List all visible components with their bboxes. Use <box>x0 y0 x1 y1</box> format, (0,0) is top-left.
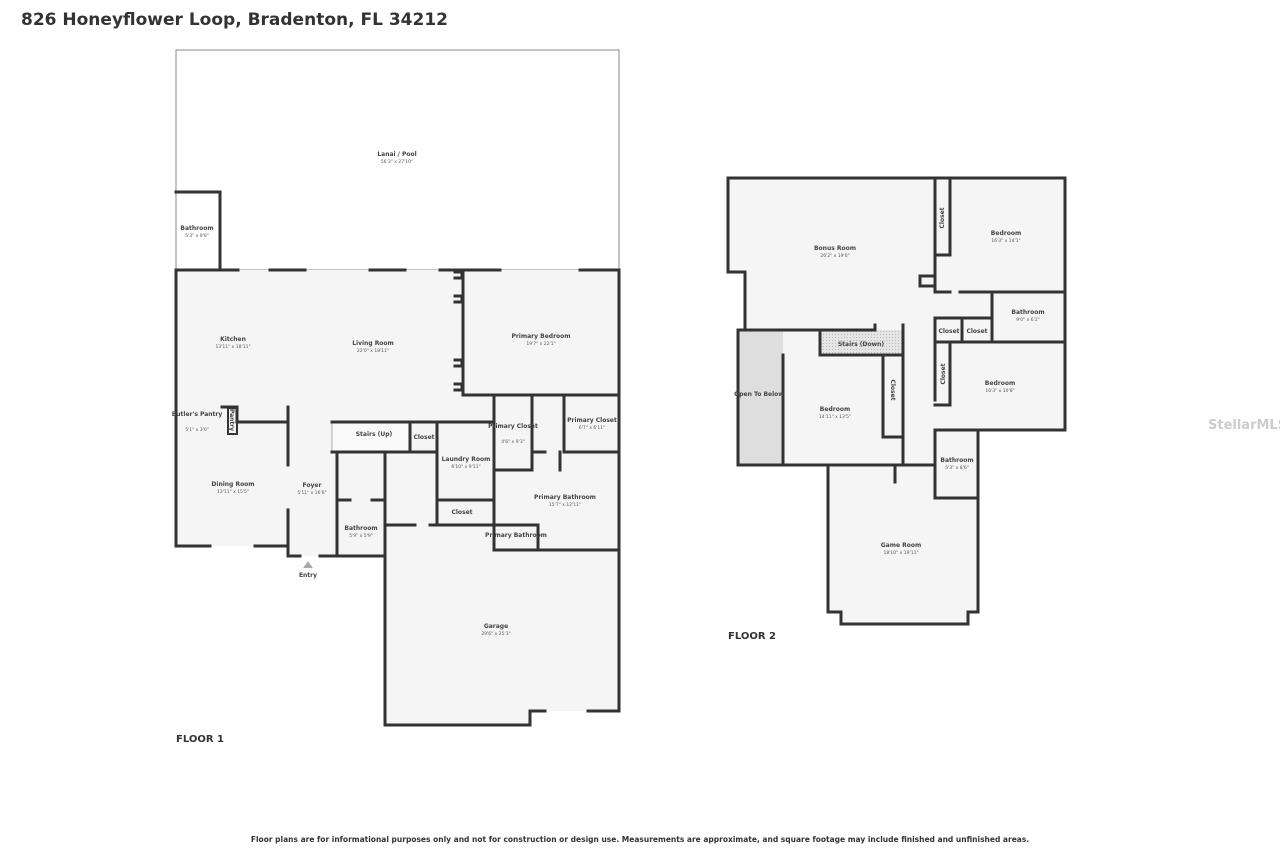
floor-1-plan <box>174 49 621 727</box>
room-name: Bedroom <box>985 380 1015 387</box>
room-dims: 14'11" x 13'5" <box>819 414 851 420</box>
room-name: Primary Closet <box>488 423 538 430</box>
listing-address-title: 826 Honeyflower Loop, Bradenton, FL 3421… <box>21 10 448 30</box>
room-dims: 5'9" x 5'9" <box>349 533 373 539</box>
room-name: Closet <box>451 509 472 516</box>
floor-1-interior <box>176 270 619 725</box>
room-dims: 29'6" x 25'3" <box>481 631 510 637</box>
floor-1-label: FLOOR 1 <box>176 734 224 745</box>
floor-2-label: FLOOR 2 <box>728 631 776 642</box>
room-dims: 4'6" x 9'3" <box>501 439 525 445</box>
room-dims: 9'0" x 6'2" <box>1016 317 1040 323</box>
room-dims: 5'3" x 8'6" <box>945 465 969 471</box>
room-name: Closet <box>939 207 946 228</box>
room-name: Primary Bedroom <box>511 333 570 340</box>
floor-2-labels: Bonus Room 26'2" x 19'0" Bedroom 16'3" x… <box>734 207 1044 556</box>
room-dims: 15'7" x 12'11" <box>549 502 581 508</box>
room-name: Kitchen <box>220 336 246 343</box>
room-name: Bathroom <box>1011 309 1044 316</box>
room-dims: 5'11" x 16'8" <box>297 490 326 496</box>
room-name: Game Room <box>881 542 922 549</box>
open-to-below-area <box>738 330 783 465</box>
room-dims: 16'3" x 10'8" <box>985 388 1014 394</box>
room-name: Primary Closet <box>567 417 617 424</box>
room-name: Closet <box>413 434 434 441</box>
floor-1-walls <box>174 190 621 727</box>
room-dims: 16'3" x 14'1" <box>991 238 1020 244</box>
room-dims: 18'10" x 19'11" <box>883 550 918 556</box>
floor-2-plan <box>726 176 1067 626</box>
entry-label: Entry <box>299 572 317 579</box>
room-name: Closet <box>938 328 959 335</box>
room-name: Bedroom <box>820 406 850 413</box>
room-name: Bonus Room <box>814 245 856 252</box>
room-name: Primary Bathroom <box>485 532 547 539</box>
room-dims: 6'10" x 9'11" <box>451 464 480 470</box>
room-name: Stairs (Up) <box>356 431 393 438</box>
room-name: Closet <box>966 328 987 335</box>
room-name: Bedroom <box>991 230 1021 237</box>
room-name: Primary Bathroom <box>534 494 596 501</box>
entry-arrow-icon <box>303 561 313 568</box>
disclaimer-text: Floor plans are for informational purpos… <box>250 835 1030 844</box>
room-dims: 22'0" x 18'11" <box>357 348 389 354</box>
room-name: Stairs (Down) <box>838 341 885 348</box>
room-name: Bathroom <box>180 225 213 232</box>
room-name: Closet <box>889 379 896 400</box>
room-name: Living Room <box>352 340 394 347</box>
room-dims: 56'3" x 27'10" <box>381 159 413 165</box>
stairs-up <box>331 421 411 453</box>
room-name: Pantry <box>228 409 235 431</box>
room-dims: 5'3" x 9'8" <box>185 233 209 239</box>
room-dims: 13'11" x 15'5" <box>217 489 249 495</box>
room-name: Butler's Pantry <box>172 411 223 418</box>
room-name: Lanai / Pool <box>377 151 416 158</box>
room-dims: 26'2" x 19'0" <box>820 253 849 259</box>
room-name: Closet <box>940 363 947 384</box>
room-name: Open To Below <box>734 391 784 398</box>
stairs-down <box>820 330 903 355</box>
room-name: Dining Room <box>211 481 254 488</box>
watermark-logo: StellarMLS <box>1208 418 1280 433</box>
room-name: Laundry Room <box>442 456 491 463</box>
room-dims: 19'7" x 22'1" <box>526 341 555 347</box>
room-name: Bathroom <box>344 525 377 532</box>
room-name: Foyer <box>303 482 322 489</box>
floor-2-walls <box>736 176 1067 500</box>
room-dims: 6'7" x 6'11" <box>579 425 605 431</box>
room-dims: 13'11" x 18'11" <box>215 344 250 350</box>
room-name: Garage <box>484 623 508 630</box>
floor-1-labels: Lanai / Pool 56'3" x 27'10" Bathroom 5'3… <box>172 151 617 637</box>
room-name: Bathroom <box>940 457 973 464</box>
room-dims: 5'1" x 3'0" <box>185 427 209 433</box>
floor-2-interior <box>728 178 1065 624</box>
